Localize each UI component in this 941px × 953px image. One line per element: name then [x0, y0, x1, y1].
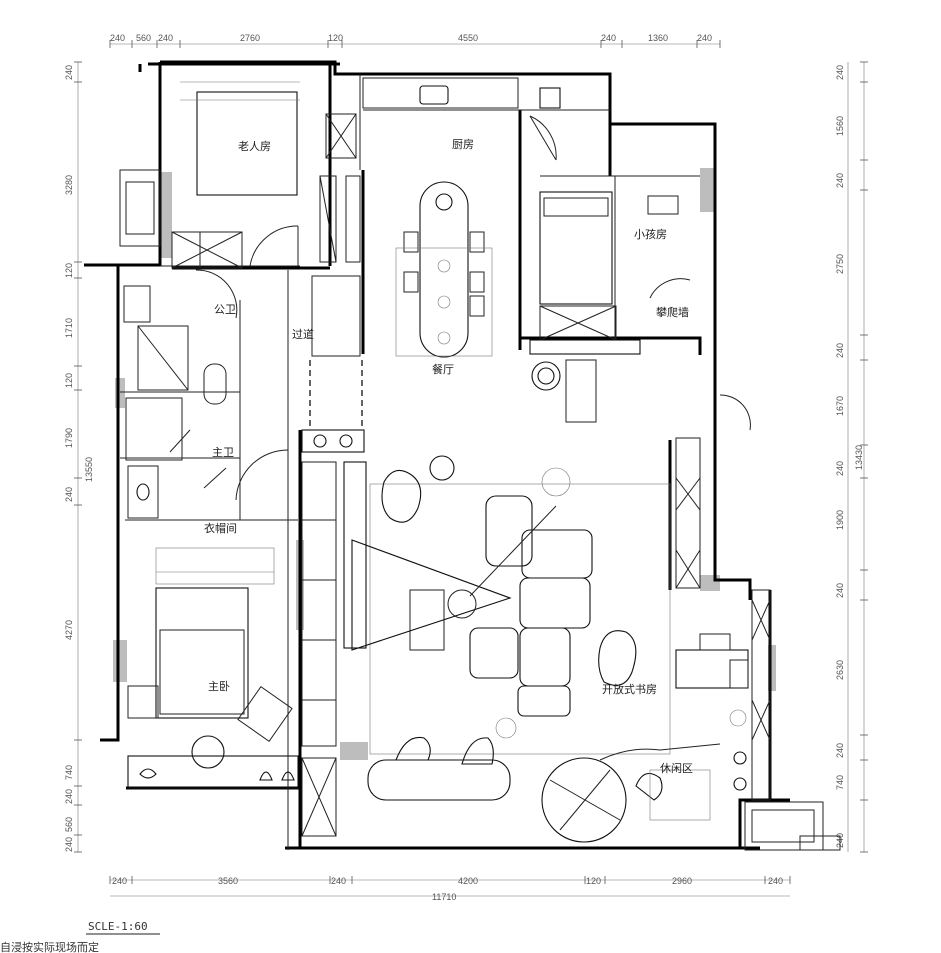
dim-right-3: 240	[835, 173, 845, 188]
dim-top-2: 560	[136, 33, 151, 43]
dim-bottom-1: 240	[112, 876, 127, 886]
public-bath: 公卫	[119, 169, 236, 405]
room-label-closet: 衣帽间	[204, 521, 237, 535]
dim-top-9: 240	[697, 33, 712, 43]
dim-top-7: 240	[601, 33, 616, 43]
footer-note: 自浸按实际现场而定	[0, 940, 99, 953]
scale-label: SCLE-1:60	[88, 920, 148, 933]
child-room: 小孩房 攀爬墙	[529, 191, 689, 423]
wardrobe-strips	[301, 175, 771, 837]
dim-bottom-6: 2960	[672, 876, 692, 886]
dim-right-7: 240	[835, 461, 845, 476]
room-label-public-bath: 公卫	[214, 303, 236, 316]
room-label-kitchen: 厨房	[452, 138, 474, 151]
dim-left-2: 3280	[64, 175, 74, 195]
doors	[195, 115, 751, 501]
elder-room: 老人房	[171, 81, 300, 269]
dim-top-5: 120	[328, 33, 343, 43]
dim-right-11: 240	[835, 743, 845, 758]
dim-top-1: 240	[110, 33, 125, 43]
dim-right-9: 240	[835, 583, 845, 598]
dim-right-2: 1560	[835, 116, 845, 136]
dim-right-8: 1900	[835, 510, 845, 530]
dim-top-8: 1360	[648, 33, 668, 43]
room-label-dining: 餐厅	[432, 362, 454, 376]
room-label-climbing: 攀爬墙	[656, 305, 689, 319]
dim-left-3: 120	[64, 263, 74, 278]
dim-left-7: 240	[64, 487, 74, 502]
dim-right-10: 2630	[835, 660, 845, 680]
dim-bottom-total: 11710	[432, 892, 456, 902]
dim-left-4: 1710	[64, 318, 74, 338]
dim-left-9: 740	[64, 765, 74, 780]
dimension-labels: 240 560 240 2760 120 4550 240 1360 240 2…	[64, 33, 864, 902]
dim-right-4: 2750	[835, 254, 845, 274]
dim-left-5: 120	[64, 373, 74, 388]
dim-right-total: 13430	[854, 445, 864, 470]
dim-right-12: 740	[835, 775, 845, 790]
balcony-block	[744, 801, 841, 851]
walls	[84, 60, 790, 850]
dim-right-5: 240	[835, 343, 845, 358]
dim-left-total: 13550	[84, 457, 94, 482]
dim-left-10: 240	[64, 789, 74, 804]
dim-left-6: 1790	[64, 428, 74, 448]
room-label-elder: 老人房	[238, 140, 271, 153]
dim-right-6: 1670	[835, 396, 845, 416]
room-label-leisure: 休闲区	[660, 761, 693, 775]
kitchen-area: 厨房	[325, 77, 561, 159]
dim-bottom-3: 240	[331, 876, 346, 886]
room-label-child: 小孩房	[634, 228, 667, 241]
dim-right-1: 240	[835, 65, 845, 80]
dim-bottom-5: 120	[586, 876, 601, 886]
dim-left-12: 240	[64, 837, 74, 852]
leisure-area: 休闲区	[541, 743, 747, 843]
dim-bottom-4: 4200	[458, 876, 478, 886]
dim-bottom-7: 240	[768, 876, 783, 886]
living-area: 开放式书房	[351, 455, 671, 801]
dim-left-11: 560	[64, 817, 74, 832]
dining-area: 餐厅 过道	[292, 181, 493, 453]
dim-top-4: 2760	[240, 33, 260, 43]
dim-top-3: 240	[158, 33, 173, 43]
dimension-lines	[74, 40, 868, 897]
room-label-corridor: 过道	[292, 327, 314, 341]
master-bath: 主卫 衣帽间	[125, 397, 237, 535]
room-label-study: 开放式书房	[602, 682, 657, 696]
dim-left-1: 240	[64, 65, 74, 80]
room-label-master-bath: 主卫	[212, 446, 234, 459]
study-desk	[675, 633, 749, 727]
dim-top-6: 4550	[458, 33, 478, 43]
dim-left-8: 4270	[64, 620, 74, 640]
master-bedroom: 主卧	[127, 547, 299, 789]
dim-bottom-2: 3560	[218, 876, 238, 886]
room-label-master-bedroom: 主卧	[208, 680, 230, 693]
